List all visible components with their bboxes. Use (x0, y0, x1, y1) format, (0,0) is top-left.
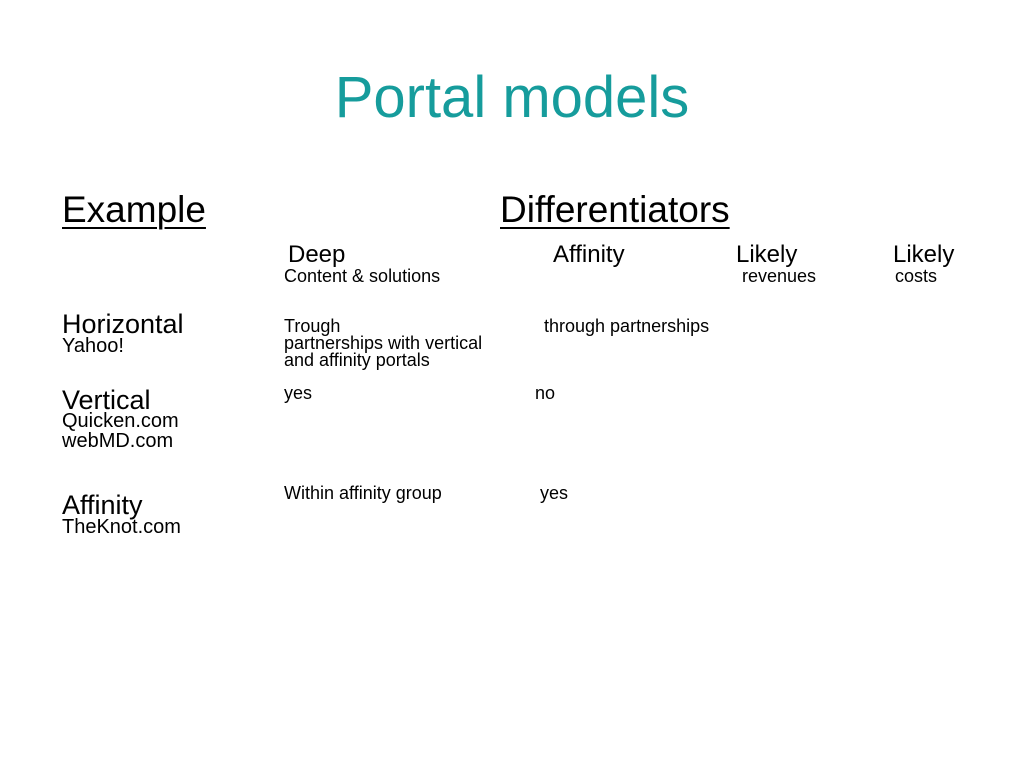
cell-horizontal-deep-line-1: Trough (284, 316, 341, 336)
row-name-affinity: Affinity (62, 490, 143, 520)
column-header-likely-costs: Likely (893, 241, 955, 268)
cell-vertical-affinity: no (535, 383, 556, 403)
cell-horizontal-deep-line-3: and affinity portals (284, 350, 430, 370)
example-heading: Example (62, 189, 206, 230)
row-name-horizontal: Horizontal (62, 309, 184, 339)
row-name-vertical: Vertical (62, 385, 151, 415)
cell-horizontal-affinity: through partnerships (544, 316, 710, 336)
column-subheader-deep: Content & solutions (284, 266, 441, 286)
row-example-yahoo: Yahoo! (62, 335, 124, 357)
differentiators-heading: Differentiators (500, 189, 730, 230)
row-example-theknot: TheKnot.com (62, 516, 181, 538)
column-subheader-revenues: revenues (742, 266, 817, 286)
cell-vertical-deep: yes (284, 383, 313, 403)
cell-affinity-affinity: yes (540, 483, 569, 503)
cell-horizontal-deep-line-2: partnerships with vertical (284, 333, 483, 353)
row-example-webmd: webMD.com (62, 430, 174, 452)
column-header-deep: Deep (288, 241, 346, 268)
column-header-affinity: Affinity (553, 241, 625, 268)
column-header-likely-revenues: Likely (736, 241, 798, 268)
cell-affinity-deep: Within affinity group (284, 483, 442, 503)
row-example-quicken: Quicken.com (62, 410, 179, 432)
slide-title: Portal models (334, 65, 690, 130)
column-subheader-costs: costs (895, 266, 938, 286)
